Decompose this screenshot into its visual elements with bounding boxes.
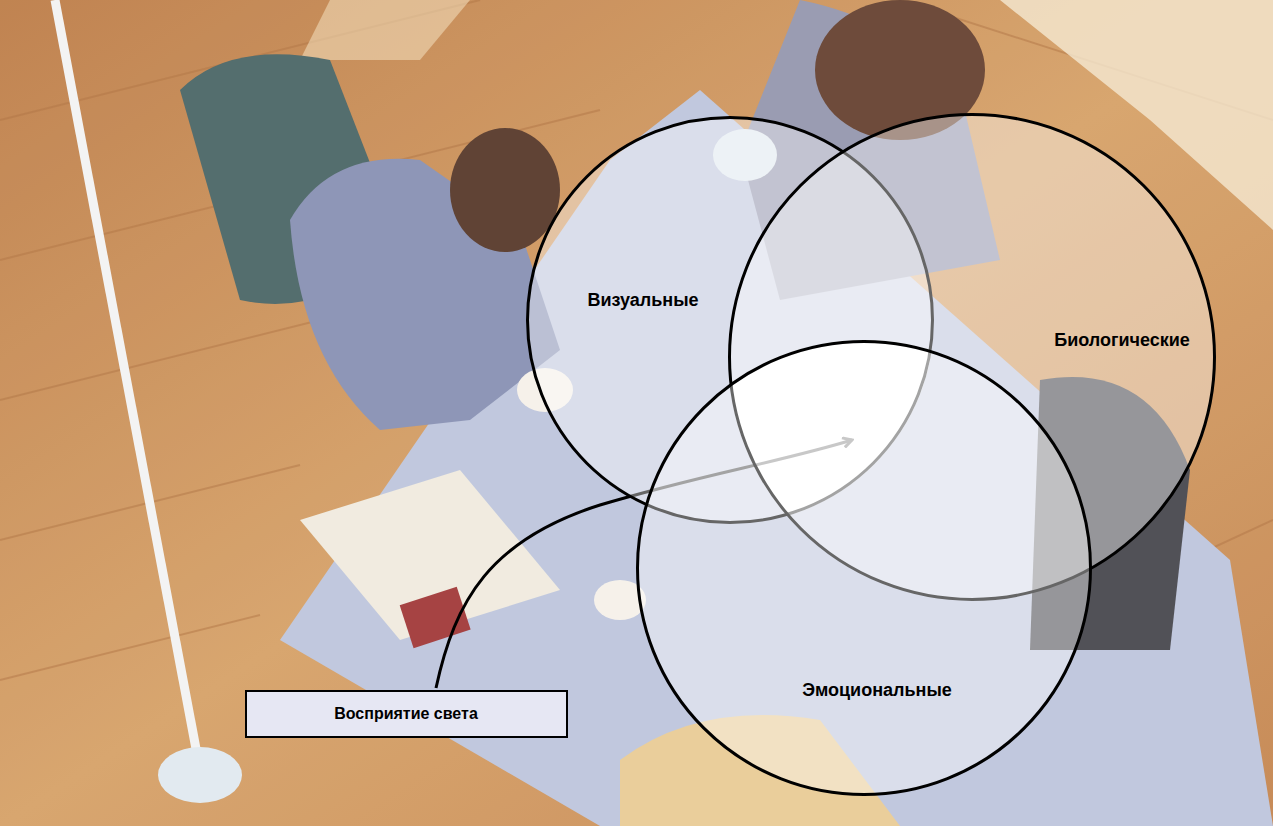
circle-label: Эмоциональные <box>802 680 952 701</box>
venn-circle: Эмоциональные <box>636 340 1092 796</box>
circle-outline <box>638 342 1091 795</box>
circle-outline <box>636 340 1092 796</box>
circle-label: Биологические <box>1054 330 1190 351</box>
box-label: Восприятие света <box>334 705 478 723</box>
circle-label: Визуальные <box>587 290 698 311</box>
label-box: Восприятие света <box>245 690 568 738</box>
center-intersection <box>636 340 1092 796</box>
